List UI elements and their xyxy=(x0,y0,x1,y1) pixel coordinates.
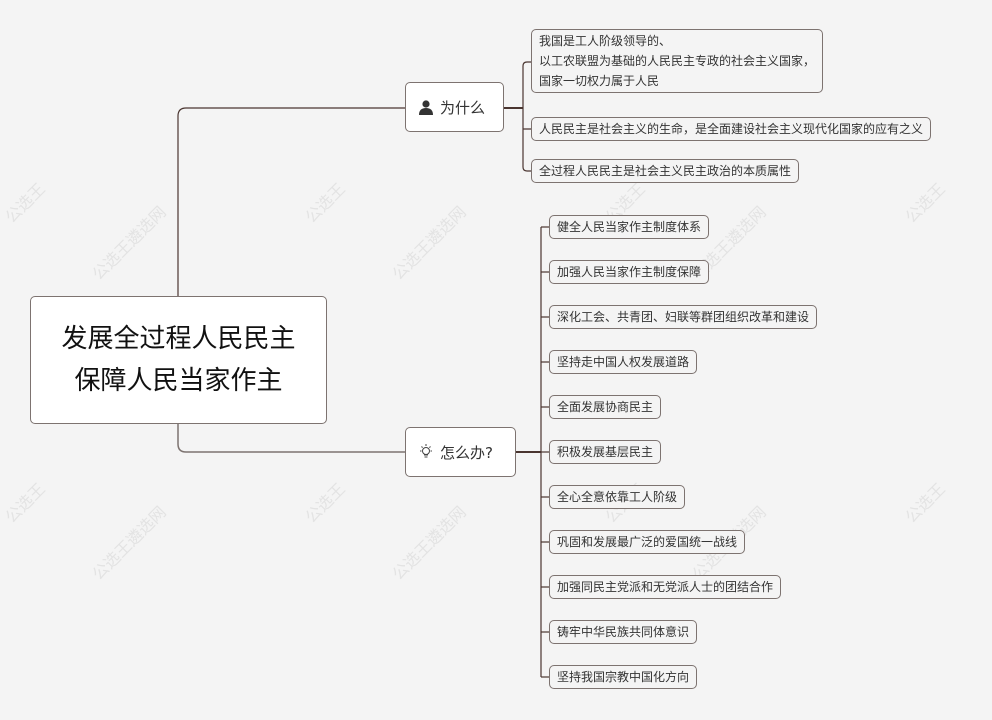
how-item[interactable]: 坚持我国宗教中国化方向 xyxy=(549,665,698,689)
why-item[interactable]: 人民民主是社会主义的生命，是全面建设社会主义现代化国家的应有之义 xyxy=(531,117,932,141)
person-icon xyxy=(419,100,433,115)
how-item[interactable]: 巩固和发展最广泛的爱国统一战线 xyxy=(549,530,746,554)
why-item[interactable]: 全过程人民民主是社会主义民主政治的本质属性 xyxy=(531,159,800,183)
why-item-line: 人民民主是社会主义的生命，是全面建设社会主义现代化国家的应有之义 xyxy=(539,122,924,136)
root-topic[interactable]: 发展全过程人民民主 保障人民当家作主 xyxy=(30,296,327,424)
how-item[interactable]: 加强同民主党派和无党派人士的团结合作 xyxy=(549,575,782,599)
root-topic-line2: 保障人民当家作主 xyxy=(74,366,283,396)
how-item[interactable]: 加强人民当家作主制度保障 xyxy=(549,260,710,284)
how-item[interactable]: 铸牢中华民族共同体意识 xyxy=(549,620,698,644)
connector-root-how xyxy=(177,424,405,453)
how-item[interactable]: 深化工会、共青团、妇联等群团组织改革和建设 xyxy=(549,305,818,329)
branch-how[interactable]: 怎么办? xyxy=(405,427,516,477)
how-item[interactable]: 健全人民当家作主制度体系 xyxy=(549,215,710,239)
connector-root-why xyxy=(177,107,405,296)
why-item-line: 我国是工人阶级领导的、 xyxy=(539,34,672,48)
how-item[interactable]: 积极发展基层民主 xyxy=(549,440,662,464)
connector-why-children xyxy=(522,61,531,172)
connector-how-children xyxy=(540,226,549,678)
how-item[interactable]: 坚持走中国人权发展道路 xyxy=(549,350,698,374)
why-item-line: 国家一切权力属于人民 xyxy=(539,74,660,88)
why-item-line: 以工农联盟为基础的人民民主专政的社会主义国家， xyxy=(539,54,816,68)
how-item[interactable]: 全面发展协商民主 xyxy=(549,395,662,419)
why-item[interactable]: 我国是工人阶级领导的、 以工农联盟为基础的人民民主专政的社会主义国家， 国家一切… xyxy=(531,29,824,93)
branch-why[interactable]: 为什么 xyxy=(405,82,504,132)
why-item-line: 全过程人民民主是社会主义民主政治的本质属性 xyxy=(539,164,792,178)
root-topic-line1: 发展全过程人民民主 xyxy=(61,324,296,354)
branch-why-label: 为什么 xyxy=(440,98,486,117)
how-item[interactable]: 全心全意依靠工人阶级 xyxy=(549,485,686,509)
lightbulb-icon xyxy=(420,444,432,458)
branch-how-label: 怎么办? xyxy=(440,443,493,462)
